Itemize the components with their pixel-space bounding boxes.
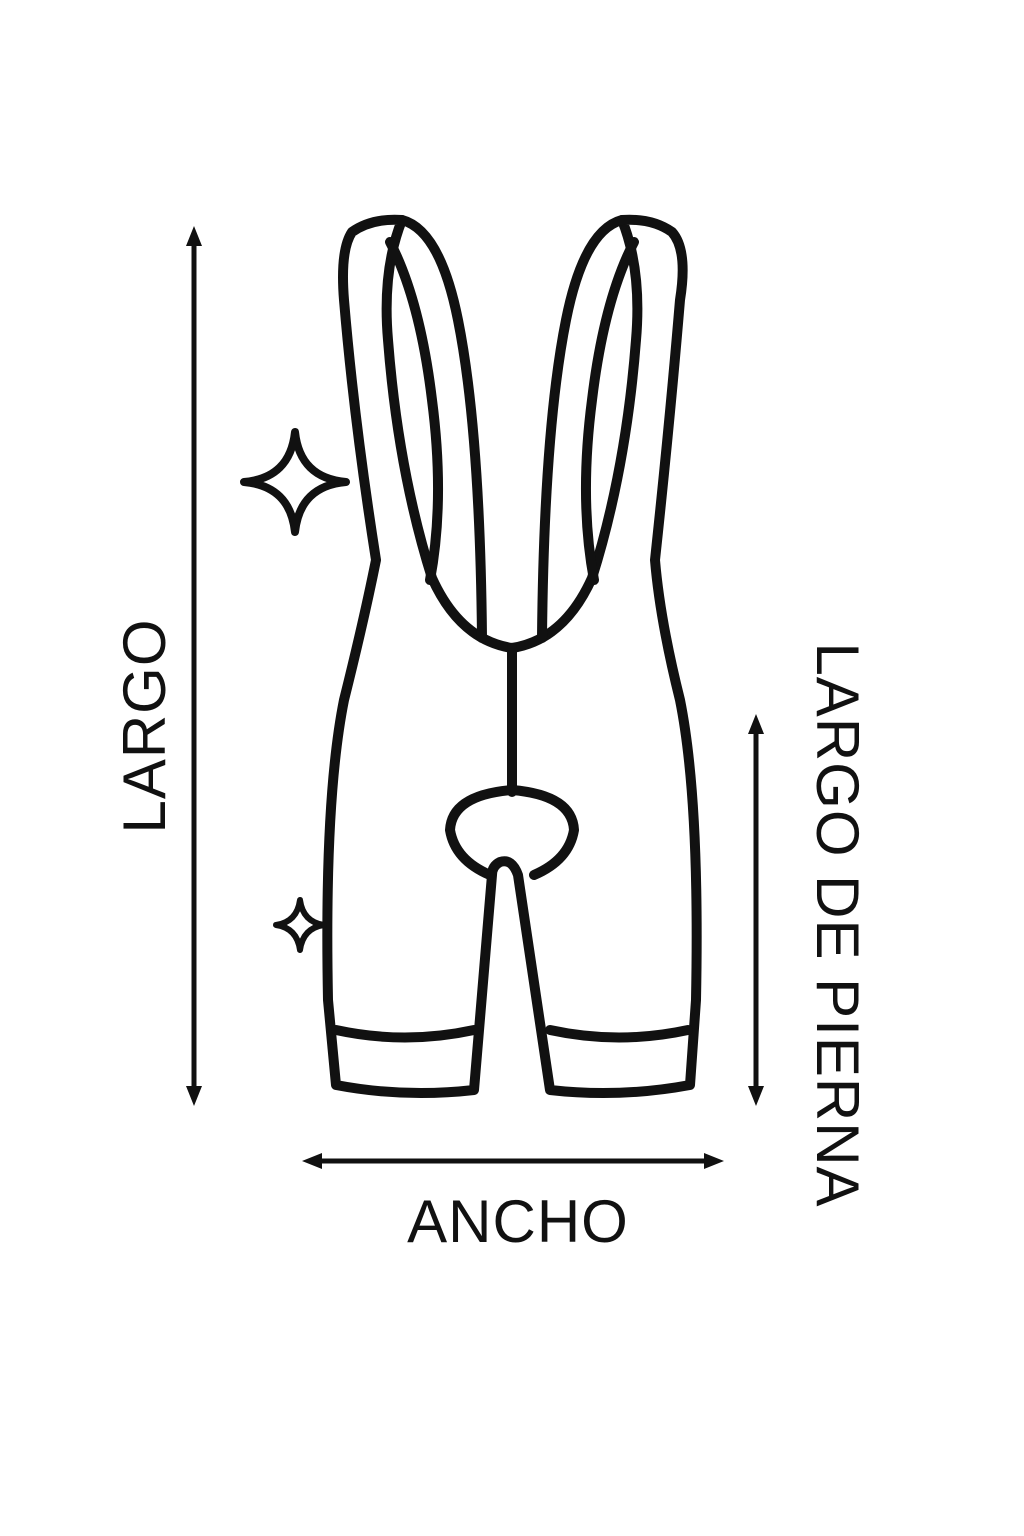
right-strap-inner: [537, 215, 627, 643]
right-strap-inner-line: [580, 237, 639, 585]
right-leg-cuff: [545, 1025, 693, 1043]
left-strap-inner: [397, 215, 487, 643]
left-strap-inner-line: [385, 237, 443, 585]
garment-silhouette: [322, 214, 702, 1099]
length-label: LARGO: [111, 618, 178, 833]
sparkle-large-icon: [240, 428, 350, 536]
width-label: ANCHO: [407, 1188, 629, 1255]
bib-shorts-outline-icon: [322, 214, 702, 1099]
left-leg-cuff: [331, 1025, 479, 1043]
sparkle-small-icon: [273, 897, 327, 953]
leg-length-label: LARGO DE PIERNA: [804, 642, 871, 1207]
chamois-pad: [445, 785, 579, 880]
